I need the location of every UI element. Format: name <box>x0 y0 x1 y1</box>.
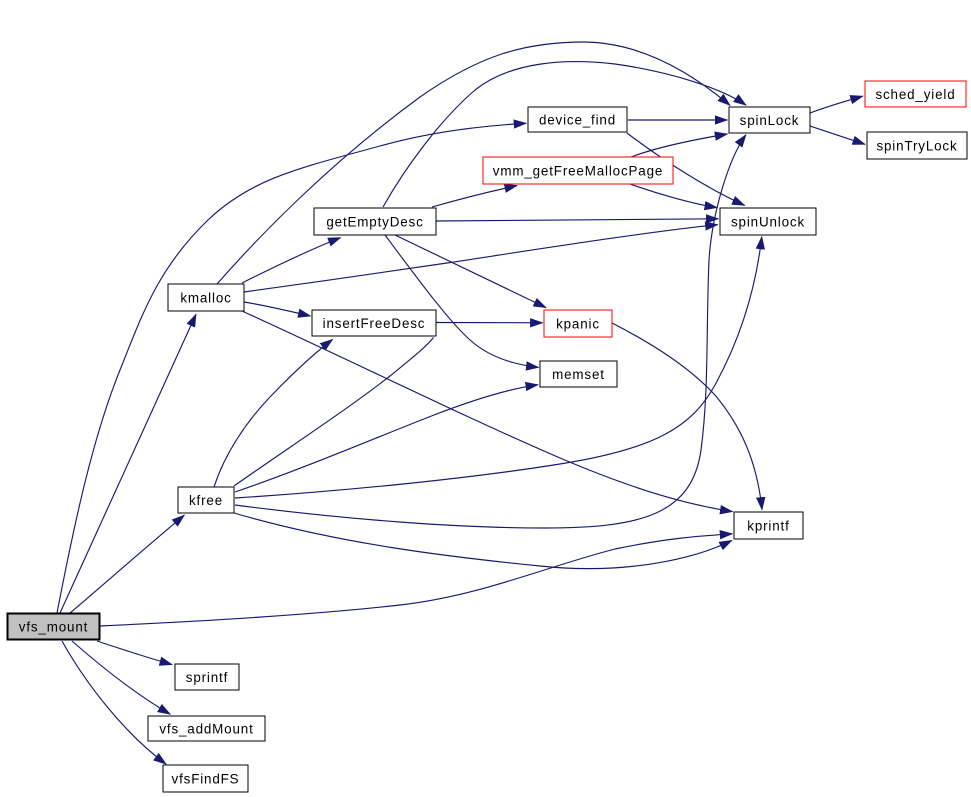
svg-text:vfsFindFS: vfsFindFS <box>172 772 240 787</box>
svg-text:device_find: device_find <box>539 113 616 128</box>
svg-text:memset: memset <box>552 367 605 382</box>
svg-text:vfs_mount: vfs_mount <box>19 620 88 635</box>
svg-text:getEmptyDesc: getEmptyDesc <box>326 215 423 230</box>
svg-text:vmm_getFreeMallocPage: vmm_getFreeMallocPage <box>493 164 663 179</box>
svg-text:sprintf: sprintf <box>186 670 228 685</box>
svg-text:insertFreeDesc: insertFreeDesc <box>323 316 426 331</box>
svg-text:kpanic: kpanic <box>556 317 600 332</box>
svg-text:kprintf: kprintf <box>747 519 789 534</box>
svg-text:sched_yield: sched_yield <box>875 87 955 102</box>
svg-text:kfree: kfree <box>189 493 223 508</box>
svg-text:vfs_addMount: vfs_addMount <box>159 722 253 737</box>
svg-text:spinTryLock: spinTryLock <box>876 139 957 154</box>
svg-text:spinUnlock: spinUnlock <box>731 215 805 230</box>
svg-text:kmalloc: kmalloc <box>180 291 231 306</box>
svg-text:spinLock: spinLock <box>740 113 800 128</box>
